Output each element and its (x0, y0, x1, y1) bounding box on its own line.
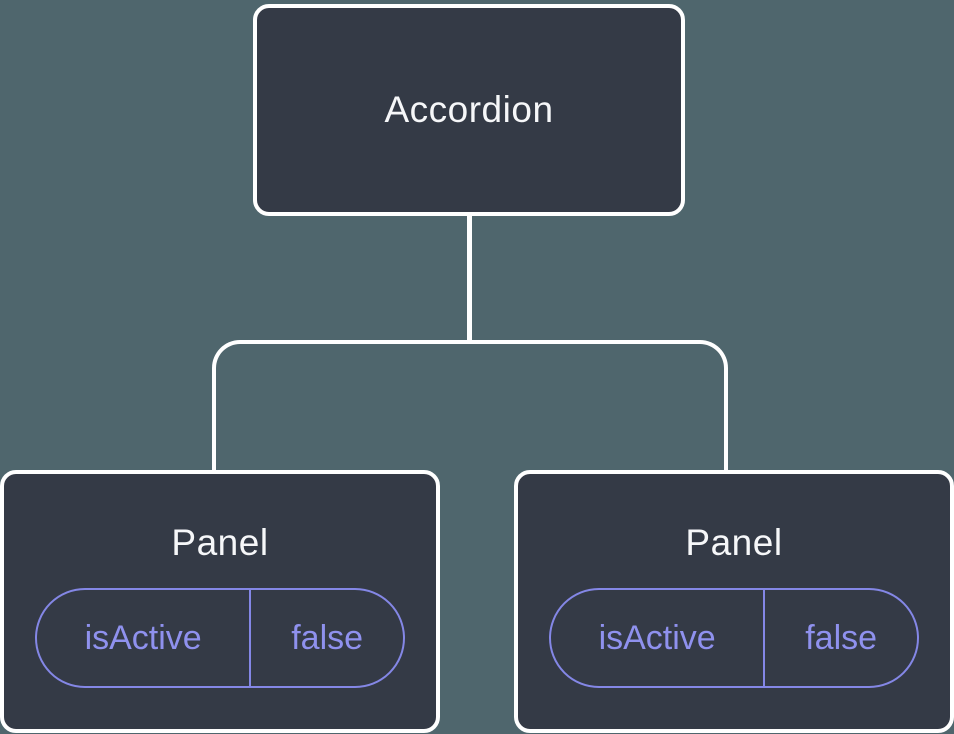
panel-node-title: Panel (171, 522, 269, 563)
connector-stem (467, 214, 472, 342)
connector-bracket (212, 340, 728, 470)
prop-value: false (805, 618, 878, 657)
accordion-node: Accordion (253, 4, 685, 216)
prop-name: isActive (84, 618, 202, 657)
prop-name: isActive (598, 618, 716, 657)
accordion-node-title: Accordion (384, 89, 554, 130)
pill-divider (249, 590, 252, 686)
prop-pill: isActive false (549, 588, 919, 688)
panel-node-left: Panel isActive false (0, 470, 440, 733)
pill-divider (763, 590, 766, 686)
prop-value: false (291, 618, 364, 657)
panel-node-right: Panel isActive false (514, 470, 954, 733)
panel-node-title: Panel (685, 522, 783, 563)
prop-pill: isActive false (35, 588, 405, 688)
